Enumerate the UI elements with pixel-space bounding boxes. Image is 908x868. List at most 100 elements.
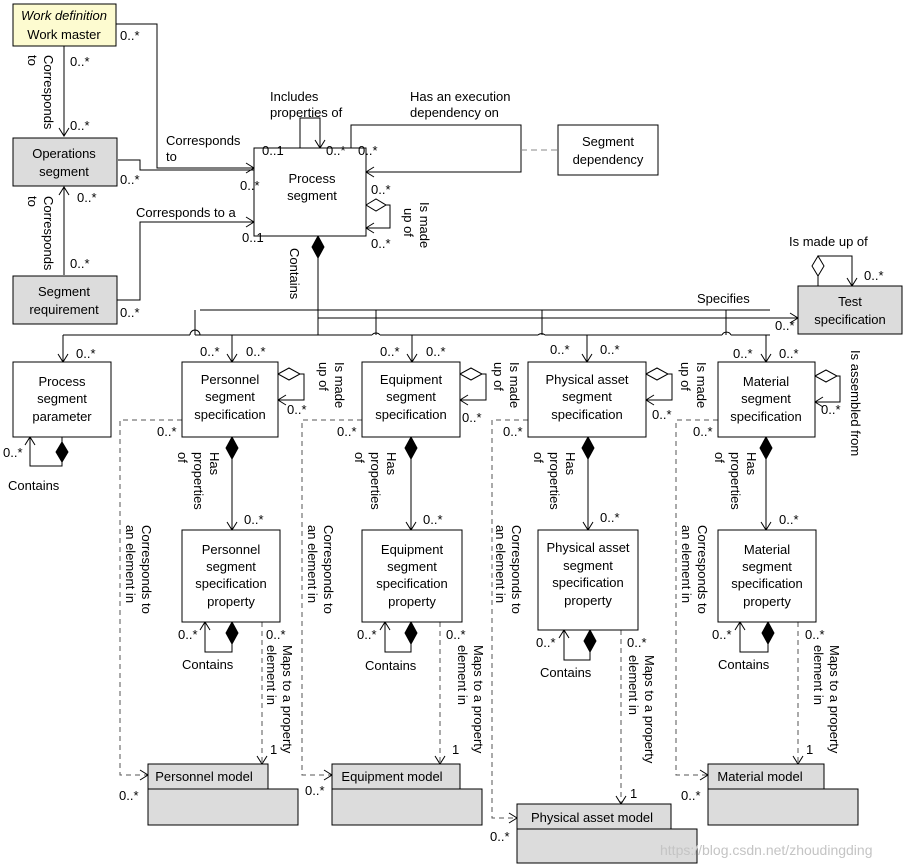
watermark: https://blog.csdn.net/zhoudingding	[660, 842, 873, 858]
equipment-corresponds-element-label-2: an element in	[305, 525, 320, 603]
material-prop-line3: specification	[731, 576, 803, 591]
physical-asset-maps-label-2: element in	[626, 655, 641, 715]
equipment-prop-line4: property	[388, 594, 436, 609]
equipment-contains-label: Contains	[365, 658, 417, 673]
operations-segment-line1: Operations	[32, 146, 96, 161]
material-has-props-label-3: of	[712, 452, 727, 463]
segment-dependency-box[interactable]: Segment dependency	[557, 124, 659, 176]
multiplicity: 0..1	[262, 143, 284, 158]
personnel-segment-specification-property-box[interactable]: Personnel segment specification property	[181, 529, 281, 623]
multiplicity: 0..*	[503, 424, 523, 439]
personnel-has-props-label-2: properties	[191, 452, 206, 510]
composition-diamond	[583, 628, 597, 654]
test-specification-box[interactable]: Test specification	[797, 285, 903, 335]
test-spec-made-up-label: Is made up of	[789, 234, 868, 249]
material-spec-line3: specification	[730, 409, 802, 424]
multiplicity: 0..*	[178, 627, 198, 642]
work-master-stereotype: Work definition	[21, 8, 107, 23]
composition-diamond	[761, 620, 775, 646]
diamonds	[55, 198, 839, 654]
vert-to-label: to	[25, 55, 40, 66]
equipment-model-box[interactable]: Equipment model	[331, 763, 483, 826]
material-maps-label-2: element in	[811, 645, 826, 705]
segment-requirement-line2: requirement	[29, 302, 99, 317]
multiplicity: 0..*	[423, 512, 443, 527]
material-model-box[interactable]: Material model	[707, 763, 859, 826]
physical-asset-segment-specification-box[interactable]: Physical asset segment specification	[527, 361, 647, 438]
multiplicity: 0..*	[337, 424, 357, 439]
equipment-model-name: Equipment model	[341, 769, 442, 784]
multiplicity: 0..*	[244, 512, 264, 527]
multiplicity: 0..*	[380, 344, 400, 359]
personnel-model-name: Personnel model	[155, 769, 253, 784]
physical-asset-model-box[interactable]: Physical asset model	[516, 803, 698, 864]
specifies-label: Specifies	[697, 291, 750, 306]
physical-asset-has-props-label-2: properties	[547, 452, 562, 510]
multiplicity: 0..*	[120, 305, 140, 320]
equipment-has-props-label: Has	[384, 452, 399, 476]
operations-segment-line2: segment	[39, 164, 89, 179]
physical-asset-has-props-label-3: of	[531, 452, 546, 463]
work-master-box[interactable]: Work definition Work master	[12, 3, 117, 47]
aggregation-diamond	[813, 369, 839, 383]
personnel-prop-line3: specification	[195, 576, 267, 591]
physical-asset-prop-line1: Physical asset	[546, 540, 629, 555]
physical-asset-prop-line2: segment	[563, 558, 613, 573]
execution-dependency-label: Has an execution	[410, 89, 510, 104]
physical-asset-spec-line2: segment	[562, 389, 612, 404]
equipment-segment-specification-box[interactable]: Equipment segment specification	[361, 361, 461, 438]
material-has-props-label-2: properties	[728, 452, 743, 510]
equipment-corresponds-element-label: Corresponds to	[321, 525, 336, 614]
material-contains-label: Contains	[718, 657, 770, 672]
multiplicity: 0..*	[70, 118, 90, 133]
physical-asset-corresponds-element-label: Corresponds to	[509, 525, 524, 614]
multiplicity: 0..*	[357, 627, 377, 642]
material-spec-line1: Material	[743, 374, 789, 389]
material-segment-specification-property-box[interactable]: Material segment specification property	[717, 529, 817, 623]
material-maps-label: Maps to a property	[827, 645, 842, 754]
personnel-made-up-label-2: up of	[316, 362, 331, 391]
personnel-model-box[interactable]: Personnel model	[147, 763, 299, 826]
aggregation-diamond	[365, 198, 387, 212]
personnel-made-up-label: Is made	[332, 362, 347, 408]
aggregation-diamond	[276, 367, 302, 381]
aggregation-diamond	[811, 255, 825, 277]
material-segment-specification-box[interactable]: Material segment specification	[717, 361, 816, 438]
process-segment-box[interactable]: Process segment	[253, 147, 367, 237]
multiplicity: 0..*	[600, 342, 620, 357]
equipment-maps-label: Maps to a property	[471, 645, 486, 754]
physical-asset-made-up-label-2: up of	[678, 362, 693, 391]
segment-requirement-box[interactable]: Segment requirement	[12, 275, 118, 325]
multiplicity: 0..*	[821, 402, 841, 417]
segment-dependency-line2: dependency	[573, 152, 644, 167]
physical-asset-prop-line4: property	[564, 593, 612, 608]
process-segment-parameter-box[interactable]: Process segment parameter	[12, 361, 112, 438]
equipment-prop-line1: Equipment	[381, 542, 444, 557]
personnel-corresponds-element-label-2: an element in	[123, 525, 138, 603]
physical-asset-contains-label: Contains	[540, 665, 592, 680]
multiplicity: 0..*	[550, 342, 570, 357]
multiplicity: 0..*	[779, 512, 799, 527]
multiplicity: 0..*	[266, 627, 286, 642]
test-specification-line1: Test	[838, 294, 862, 309]
equipment-spec-line3: specification	[375, 407, 447, 422]
multiplicity: 0..*	[70, 54, 90, 69]
multiplicity: 0..*	[462, 410, 482, 425]
physical-asset-maps-label: Maps to a property	[642, 655, 657, 764]
personnel-segment-specification-box[interactable]: Personnel segment specification	[181, 361, 279, 438]
process-segment-parameter-line2: segment	[37, 391, 87, 406]
equipment-segment-specification-property-box[interactable]: Equipment segment specification property	[361, 529, 463, 623]
segment-dependency-line1: Segment	[582, 134, 634, 149]
process-segment-parameter-line3: parameter	[32, 409, 92, 424]
composition-diamond	[225, 435, 239, 461]
equipment-prop-line3: specification	[376, 576, 448, 591]
physical-asset-spec-line1: Physical asset	[545, 372, 628, 387]
physical-asset-segment-specification-property-box[interactable]: Physical asset segment specification pro…	[537, 529, 639, 631]
personnel-spec-line2: segment	[205, 389, 255, 404]
vert-corresponds-label-2: Corresponds	[41, 196, 56, 271]
operations-segment-box[interactable]: Operations segment	[12, 137, 118, 187]
multiplicity: 0..*	[536, 635, 556, 650]
composition-diamond	[404, 620, 418, 646]
multiplicity: 0..*	[120, 28, 140, 43]
